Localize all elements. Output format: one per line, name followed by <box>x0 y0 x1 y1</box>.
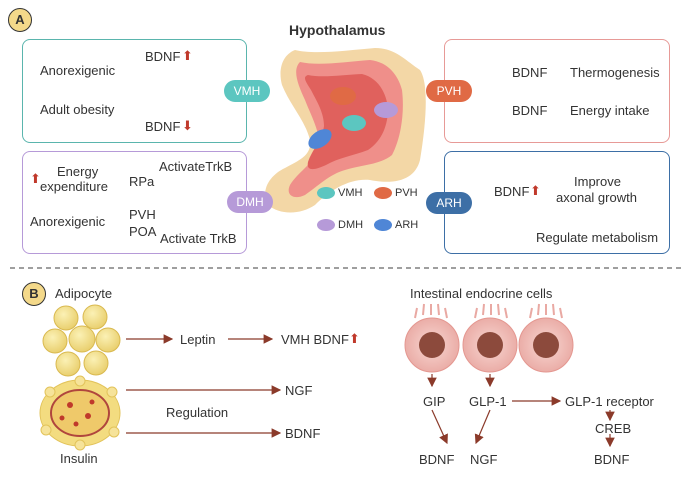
up-arrow-icon: ⬆ <box>349 331 360 346</box>
dmh-energy-line1: Energy <box>57 164 99 179</box>
dmh-anorexigenic: Anorexigenic <box>30 214 106 229</box>
pvh-pill: PVH <box>426 80 472 102</box>
arh-improve-line2: axonal growth <box>556 190 637 205</box>
arh-box <box>444 151 670 254</box>
ngf-label: NGF <box>285 383 313 398</box>
insulin-label: Insulin <box>60 451 98 466</box>
hypothalamus-title: Hypothalamus <box>289 22 386 38</box>
bdnf-label: BDNF <box>285 426 321 441</box>
panel-a-badge: A <box>8 8 32 32</box>
glp1-receptor-label: GLP-1 receptor <box>565 394 654 409</box>
vmh-box <box>22 39 247 143</box>
legend-dmh: DMH <box>338 219 364 231</box>
bdnf-left-label: BDNF <box>419 452 455 467</box>
arh-improve-line1: Improve <box>574 174 621 189</box>
legend-dots <box>317 187 392 231</box>
arh-regulate-metabolism: Regulate metabolism <box>536 230 659 245</box>
dmh-rpa: RPa <box>129 174 155 189</box>
dmh-poa: POA <box>129 224 157 239</box>
vmh-bdnf-label: VMH BDNF <box>281 332 349 347</box>
ngf-right-label: NGF <box>470 452 498 467</box>
dmh-pvh: PVH <box>129 207 156 222</box>
legend-vmh: VMH <box>338 187 363 199</box>
panel-b-badge: B <box>22 282 46 306</box>
dmh-pill: DMH <box>227 191 273 213</box>
dmh-energy-line2: expenditure <box>40 179 108 194</box>
hypothalamus-illustration <box>265 48 426 213</box>
vmh-pill: VMH <box>224 80 270 102</box>
pvh-energy-intake: Energy intake <box>570 103 650 118</box>
pancreatic-islet <box>39 375 121 451</box>
glp1-label: GLP-1 <box>469 394 507 409</box>
gip-label: GIP <box>423 394 446 409</box>
arh-pill: ARH <box>426 192 472 214</box>
adipocyte-cluster <box>42 304 121 377</box>
down-arrow-icon: ⬇ <box>182 118 193 133</box>
vmh-bdnf-up-label: BDNF <box>145 49 181 64</box>
creb-label: CREB <box>595 421 632 436</box>
dmh-box <box>22 151 247 254</box>
vmh-anorexigenic: Anorexigenic <box>40 63 116 78</box>
pvh-bdnf-2: BDNF <box>512 103 548 118</box>
up-arrow-icon: ⬆ <box>530 183 541 198</box>
bdnf-right-label: BDNF <box>594 452 630 467</box>
up-arrow-icon: ⬆ <box>30 171 41 186</box>
legend-arh: ARH <box>395 219 419 231</box>
vmh-adult-obesity: Adult obesity <box>40 102 115 117</box>
pvh-bdnf-1: BDNF <box>512 65 548 80</box>
intestinal-cells-title: Intestinal endocrine cells <box>410 286 553 301</box>
adipocyte-label: Adipocyte <box>55 286 113 301</box>
up-arrow-icon: ⬆ <box>182 48 193 63</box>
arh-bdnf: BDNF <box>494 184 530 199</box>
dmh-activate-trkb-1: ActivateTrkB <box>159 159 233 174</box>
legend-pvh: PVH <box>395 187 418 199</box>
regulation-label: Regulation <box>166 405 229 420</box>
pvh-thermogenesis: Thermogenesis <box>570 65 660 80</box>
endocrine-cells <box>404 303 574 373</box>
vmh-bdnf-down-label: BDNF <box>145 119 181 134</box>
dmh-activate-trkb-2: Activate TrkB <box>160 231 237 246</box>
pvh-box <box>444 39 670 143</box>
leptin-label: Leptin <box>180 332 216 347</box>
